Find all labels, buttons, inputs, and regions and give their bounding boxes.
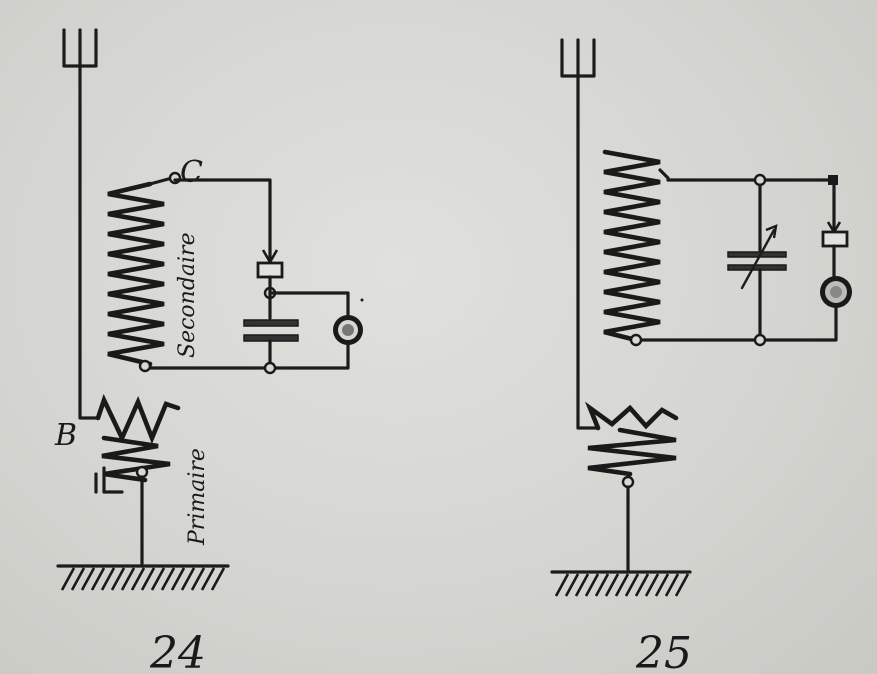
variable-capacitor	[727, 224, 787, 290]
secondary-coil	[107, 181, 165, 367]
antenna-fig25	[560, 38, 600, 430]
capacitor-fig24	[243, 319, 299, 342]
primary-coil	[95, 393, 181, 445]
label-c: C	[180, 155, 203, 190]
secondary-coil-fig25	[602, 149, 661, 343]
headphone-fig25	[820, 276, 852, 308]
label-primary: Primaire	[185, 448, 210, 546]
junction-fig25	[828, 175, 838, 185]
terminal-c: C	[168, 155, 203, 190]
crystal-detector-fig25	[821, 230, 849, 248]
label-b: B	[54, 418, 77, 453]
figure-24: C Secondaire Prim	[54, 28, 364, 674]
label-secondary: Secondaire	[175, 232, 200, 358]
headphone-fig24	[333, 315, 363, 345]
crystal-detector-fig24	[256, 261, 284, 279]
figure-number-24: 24	[149, 628, 206, 674]
figure-25: 25	[550, 38, 852, 674]
figure-number-25: 25	[635, 628, 692, 674]
primary-coil-fig25	[584, 401, 679, 431]
antenna-fig24	[62, 28, 100, 420]
ground-fig25	[550, 570, 692, 597]
ground-fig24	[56, 564, 230, 591]
